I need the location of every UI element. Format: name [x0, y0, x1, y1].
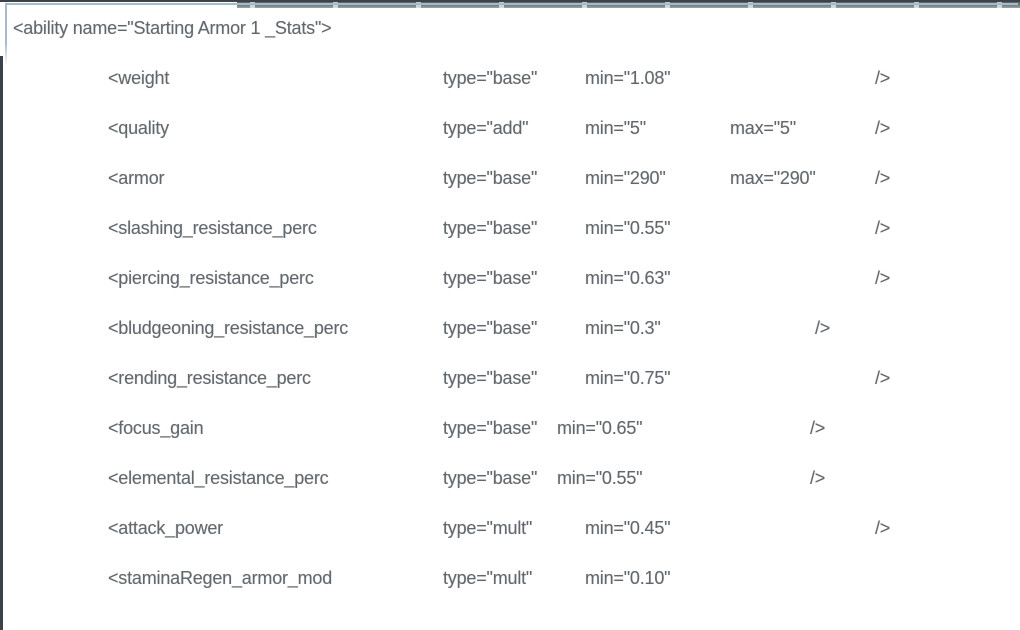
type-attr: type="add" — [443, 118, 529, 138]
self-close: /> — [875, 518, 891, 538]
self-close: /> — [875, 168, 891, 188]
xml-row-weight: <weight type="base" min="1.08" /> — [0, 68, 1020, 118]
xml-row-slashing-resistance: <slashing_resistance_perc type="base" mi… — [0, 218, 1020, 268]
tag-name: <focus_gain — [108, 418, 204, 438]
max-attr: max="290" — [730, 168, 816, 188]
tag-name: <armor — [108, 168, 165, 188]
self-close: /> — [875, 118, 891, 138]
self-close: /> — [875, 68, 891, 88]
xml-row-quality: <quality type="add" min="5" max="5" /> — [0, 118, 1020, 168]
type-attr: type="base" — [443, 68, 538, 88]
tag-name: <elemental_resistance_perc — [108, 468, 329, 488]
type-attr: type="base" — [443, 268, 538, 288]
type-attr: type="mult" — [443, 518, 533, 538]
tag-name: <attack_power — [108, 518, 223, 538]
xml-row-focus-gain: <focus_gain type="base" min="0.65" /> — [0, 418, 1020, 468]
self-close: /> — [875, 218, 891, 238]
self-close: /> — [815, 318, 831, 338]
min-attr: min="0.45" — [585, 518, 671, 538]
type-attr: type="mult" — [443, 568, 533, 588]
xml-row-armor: <armor type="base" min="290" max="290" /… — [0, 168, 1020, 218]
min-attr: min="0.10" — [585, 568, 671, 588]
min-attr: min="1.08" — [585, 68, 671, 88]
xml-root-open-tag: <ability name="Starting Armor 1 _Stats"> — [13, 18, 332, 38]
xml-row-stamina-regen: <staminaRegen_armor_mod type="mult" min=… — [0, 568, 1020, 618]
type-attr: type="base" — [443, 318, 538, 338]
type-attr: type="base" — [443, 468, 538, 488]
min-attr: min="0.55" — [585, 218, 671, 238]
left-border-line — [0, 56, 3, 630]
min-attr: min="0.3" — [585, 318, 661, 338]
min-attr: min="5" — [585, 118, 646, 138]
tag-name: <slashing_resistance_perc — [108, 218, 317, 238]
min-attr: min="0.65" — [557, 418, 643, 438]
self-close: /> — [810, 418, 826, 438]
min-attr: min="0.63" — [585, 268, 671, 288]
type-attr: type="base" — [443, 218, 538, 238]
xml-row-piercing-resistance: <piercing_resistance_perc type="base" mi… — [0, 268, 1020, 318]
type-attr: type="base" — [443, 418, 538, 438]
xml-row-attack-power: <attack_power type="mult" min="0.45" /> — [0, 518, 1020, 568]
tag-name: <rending_resistance_perc — [108, 368, 311, 388]
min-attr: min="0.55" — [557, 468, 643, 488]
self-close: /> — [810, 468, 826, 488]
xml-row-rending-resistance: <rending_resistance_perc type="base" min… — [0, 368, 1020, 418]
xml-attribute-rows: <weight type="base" min="1.08" /> <quali… — [0, 68, 1020, 618]
max-attr: max="5" — [730, 118, 796, 138]
top-border-line — [0, 0, 1020, 2]
tag-name: <bludgeoning_resistance_perc — [108, 318, 349, 338]
cell-border-top — [5, 3, 1018, 5]
tag-name: <quality — [108, 118, 169, 138]
xml-row-bludgeoning-resistance: <bludgeoning_resistance_perc type="base"… — [0, 318, 1020, 368]
tag-name: <staminaRegen_armor_mod — [108, 568, 333, 588]
self-close: /> — [875, 268, 891, 288]
type-attr: type="base" — [443, 368, 538, 388]
min-attr: min="0.75" — [585, 368, 671, 388]
self-close: /> — [875, 368, 891, 388]
xml-row-elemental-resistance: <elemental_resistance_perc type="base" m… — [0, 468, 1020, 518]
min-attr: min="290" — [585, 168, 666, 188]
cell-border-left — [5, 3, 7, 65]
tag-name: <piercing_resistance_perc — [108, 268, 314, 288]
type-attr: type="base" — [443, 168, 538, 188]
tag-name: <weight — [108, 68, 170, 88]
